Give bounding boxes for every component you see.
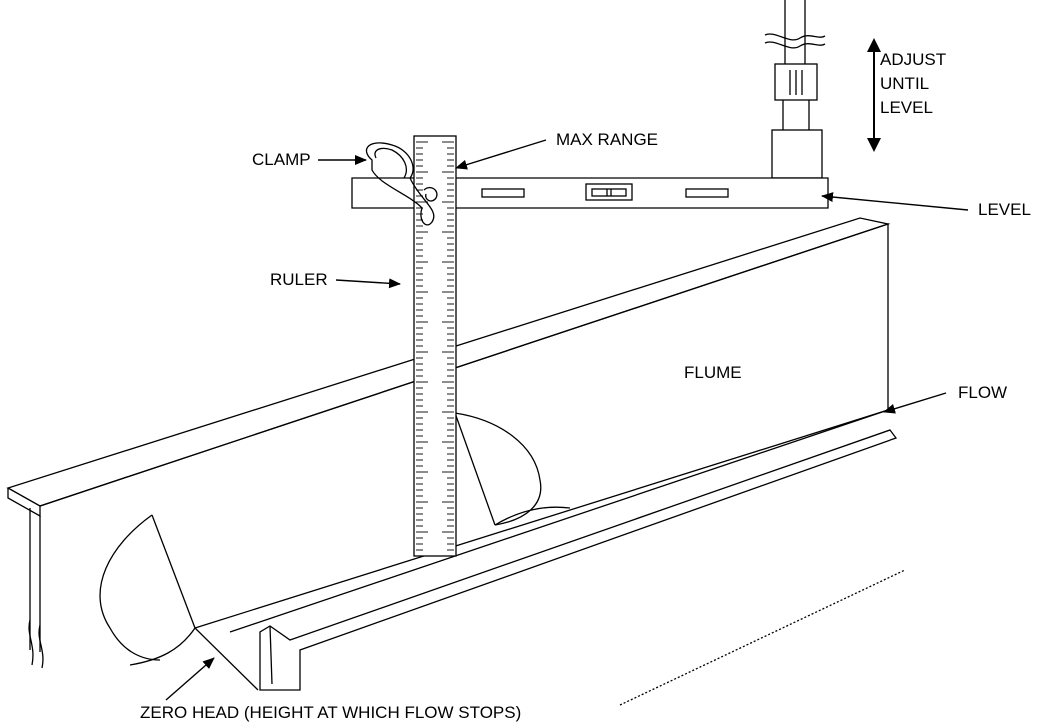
adjust-label-line2: UNTIL xyxy=(880,74,930,93)
adjust-label-line1: ADJUST xyxy=(880,50,947,69)
level-label: LEVEL xyxy=(978,200,1031,219)
max-range-label: MAX RANGE xyxy=(556,130,659,149)
ruler-stick xyxy=(413,135,457,557)
level-arrow xyxy=(821,192,969,211)
level-bar xyxy=(351,177,829,209)
ruler-label: RULER xyxy=(270,270,328,289)
adjust-post xyxy=(764,0,826,179)
clamp xyxy=(366,142,438,226)
flow-label: FLOW xyxy=(958,383,1008,402)
ruler-arrow xyxy=(335,278,401,289)
flow-arrow xyxy=(883,392,947,414)
max-range-arrow xyxy=(455,139,547,170)
zero-head-arrow xyxy=(165,657,215,701)
clamp-label: CLAMP xyxy=(252,150,311,169)
flume-label: FLUME xyxy=(684,363,742,382)
adjust-label-line3: LEVEL xyxy=(880,98,933,117)
zero-head-label: ZERO HEAD (HEIGHT AT WHICH FLOW STOPS) xyxy=(140,703,522,722)
